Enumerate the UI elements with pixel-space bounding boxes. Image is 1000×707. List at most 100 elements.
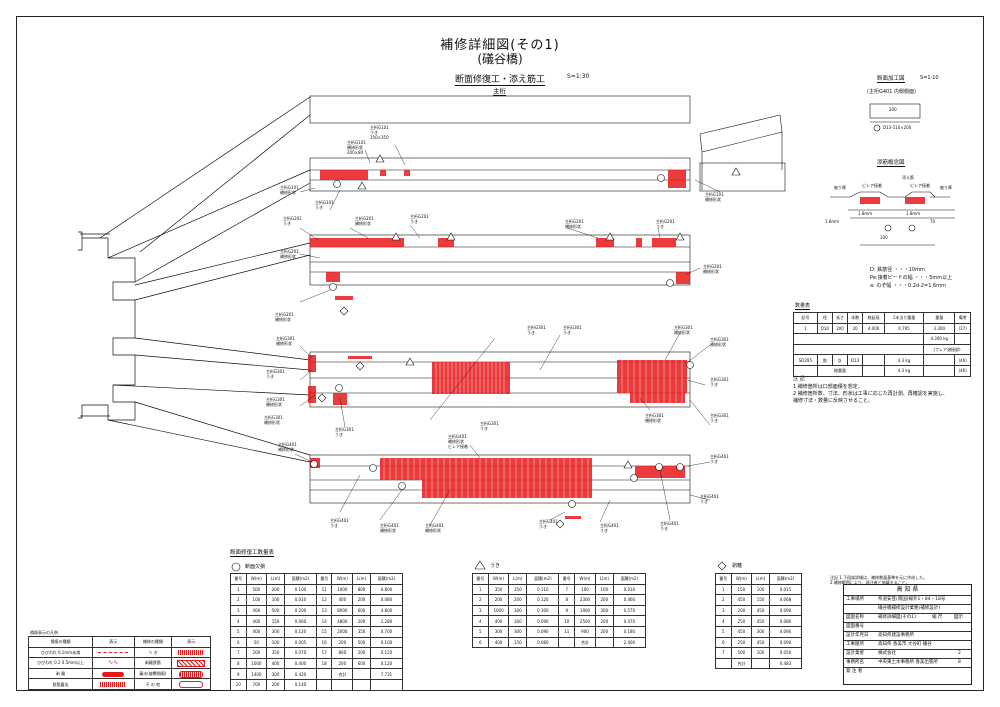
callout: 補修形状 [380, 528, 396, 533]
concept-label: 添え筋 [902, 175, 914, 180]
concept-dim: 1.8mm [825, 219, 840, 224]
section-title: 断面修復工・添え筋工 [455, 72, 546, 86]
table-row: 剥 離漏水(被覆損傷) [27, 667, 211, 680]
org-name: 高 知 県 [844, 585, 971, 596]
callout: 補修形状 [448, 439, 464, 444]
callout: うき [710, 418, 718, 423]
rebar-icon [177, 659, 206, 667]
callout: うき [283, 221, 291, 226]
callout: 補修形状 [280, 254, 296, 259]
concept-dim: 100 [880, 235, 888, 240]
concept-label: ビレア接着 [910, 183, 930, 188]
spall-icon [102, 671, 125, 677]
callout: 補修形状 [645, 418, 661, 423]
callout: 補修形状 [710, 342, 726, 347]
footnote-line: 注記 1.下段部詳細は、補修数量基準を元に作成した。 [830, 575, 928, 580]
callout: 主桁G401 [700, 494, 719, 499]
legend-title: 損傷表示の凡例 [30, 630, 58, 635]
callout: ビレア接着 [448, 444, 468, 449]
footnote-line: 2.補修範囲により、発注者と協議すること。 [830, 580, 910, 585]
callout: うき [539, 524, 547, 529]
callout: 補修形状 [703, 269, 719, 274]
callout: 主桁G101 [347, 140, 366, 145]
table-row: 4.300 kg [792, 333, 971, 345]
concept-dim: 1.8mm [906, 211, 921, 216]
callout: 主桁G301 [710, 413, 729, 418]
callout: うき [335, 432, 343, 437]
top-girder-label: 主桁 [493, 87, 506, 96]
callout: うき [315, 205, 323, 210]
concept-dim: 1.8mm [858, 211, 873, 216]
concept-note: a: のぞ幅 ・・・0.2d-2=1.6mm [870, 283, 946, 289]
callout: 主桁G401 [278, 442, 297, 447]
callout: 主桁G201 [410, 214, 429, 219]
concept-label: 被り厚 [940, 185, 952, 190]
callout: うき [710, 459, 718, 464]
callout: 主桁G301 [480, 421, 499, 426]
quantity-table-title: 数量表 [795, 303, 811, 310]
note-line: 2 補修箇所数、寸法、形状は工事に応じた再計測、再確認を実施し、 [793, 391, 948, 397]
callout: うき [527, 330, 535, 335]
callout: 主桁G201 [565, 219, 584, 224]
callout: 主桁G301 [335, 427, 354, 432]
callout: 主桁G401 [380, 523, 399, 528]
concept-label: 被り厚 [834, 185, 846, 190]
table-row: 図面名称補修詳細図(その1)縮 尺図示 [844, 613, 971, 623]
callout: うき [660, 526, 668, 531]
callout: 主桁G101 [705, 192, 724, 197]
table-row: 工事場所県道安芸(南国)線外1・84・18号 [844, 595, 971, 605]
callout: うき [330, 523, 338, 528]
callout: 200×80 [347, 150, 364, 155]
table-diamond-label: 剥離 [732, 563, 743, 569]
section-scale: S=1:30 [567, 73, 590, 80]
leak-icon [179, 670, 204, 678]
callout: うき [710, 382, 718, 387]
exposed-rebar-icon [100, 682, 127, 688]
callout: 主桁G401 [660, 521, 679, 526]
callout: 主桁G201 [703, 264, 722, 269]
note-line: 補修寸法・数量に反映させること。 [793, 398, 874, 404]
callout: 補修形状 [705, 197, 721, 202]
callout: 補修形状 [275, 317, 291, 322]
detail-subtitle: (主桁G401 内側側面) [867, 89, 916, 95]
callout: 350×350 [370, 135, 389, 140]
detail-scale: S=1:10 [920, 75, 939, 81]
table-row: 鉄筋露出そ の 他 [27, 678, 211, 690]
table-row: 礒谷橋補修設計業務(補修設計) [844, 604, 971, 614]
callout: 主桁G401 [539, 519, 558, 524]
callout: 補修形状 [674, 330, 690, 335]
callout: 補修形状 [266, 402, 282, 407]
callout: 主桁G101 [315, 200, 334, 205]
title-block: 高 知 県 工事場所県道安芸(南国)線外1・84・18号 礒谷橋補修設計業務(補… [843, 584, 972, 685]
callout: うき [700, 499, 708, 504]
callout: うき [563, 330, 571, 335]
drawing-frame [16, 16, 984, 691]
concept-note: D: 鉄筋径 ・・・10mm [870, 267, 925, 273]
callout: 主桁G301 [674, 325, 693, 330]
callout: 主桁G301 [563, 325, 582, 330]
callout: 主桁G301 [276, 336, 295, 341]
table-row: 損傷の種類表示補修の種類表示 [27, 636, 211, 648]
callout: うき [600, 528, 608, 533]
